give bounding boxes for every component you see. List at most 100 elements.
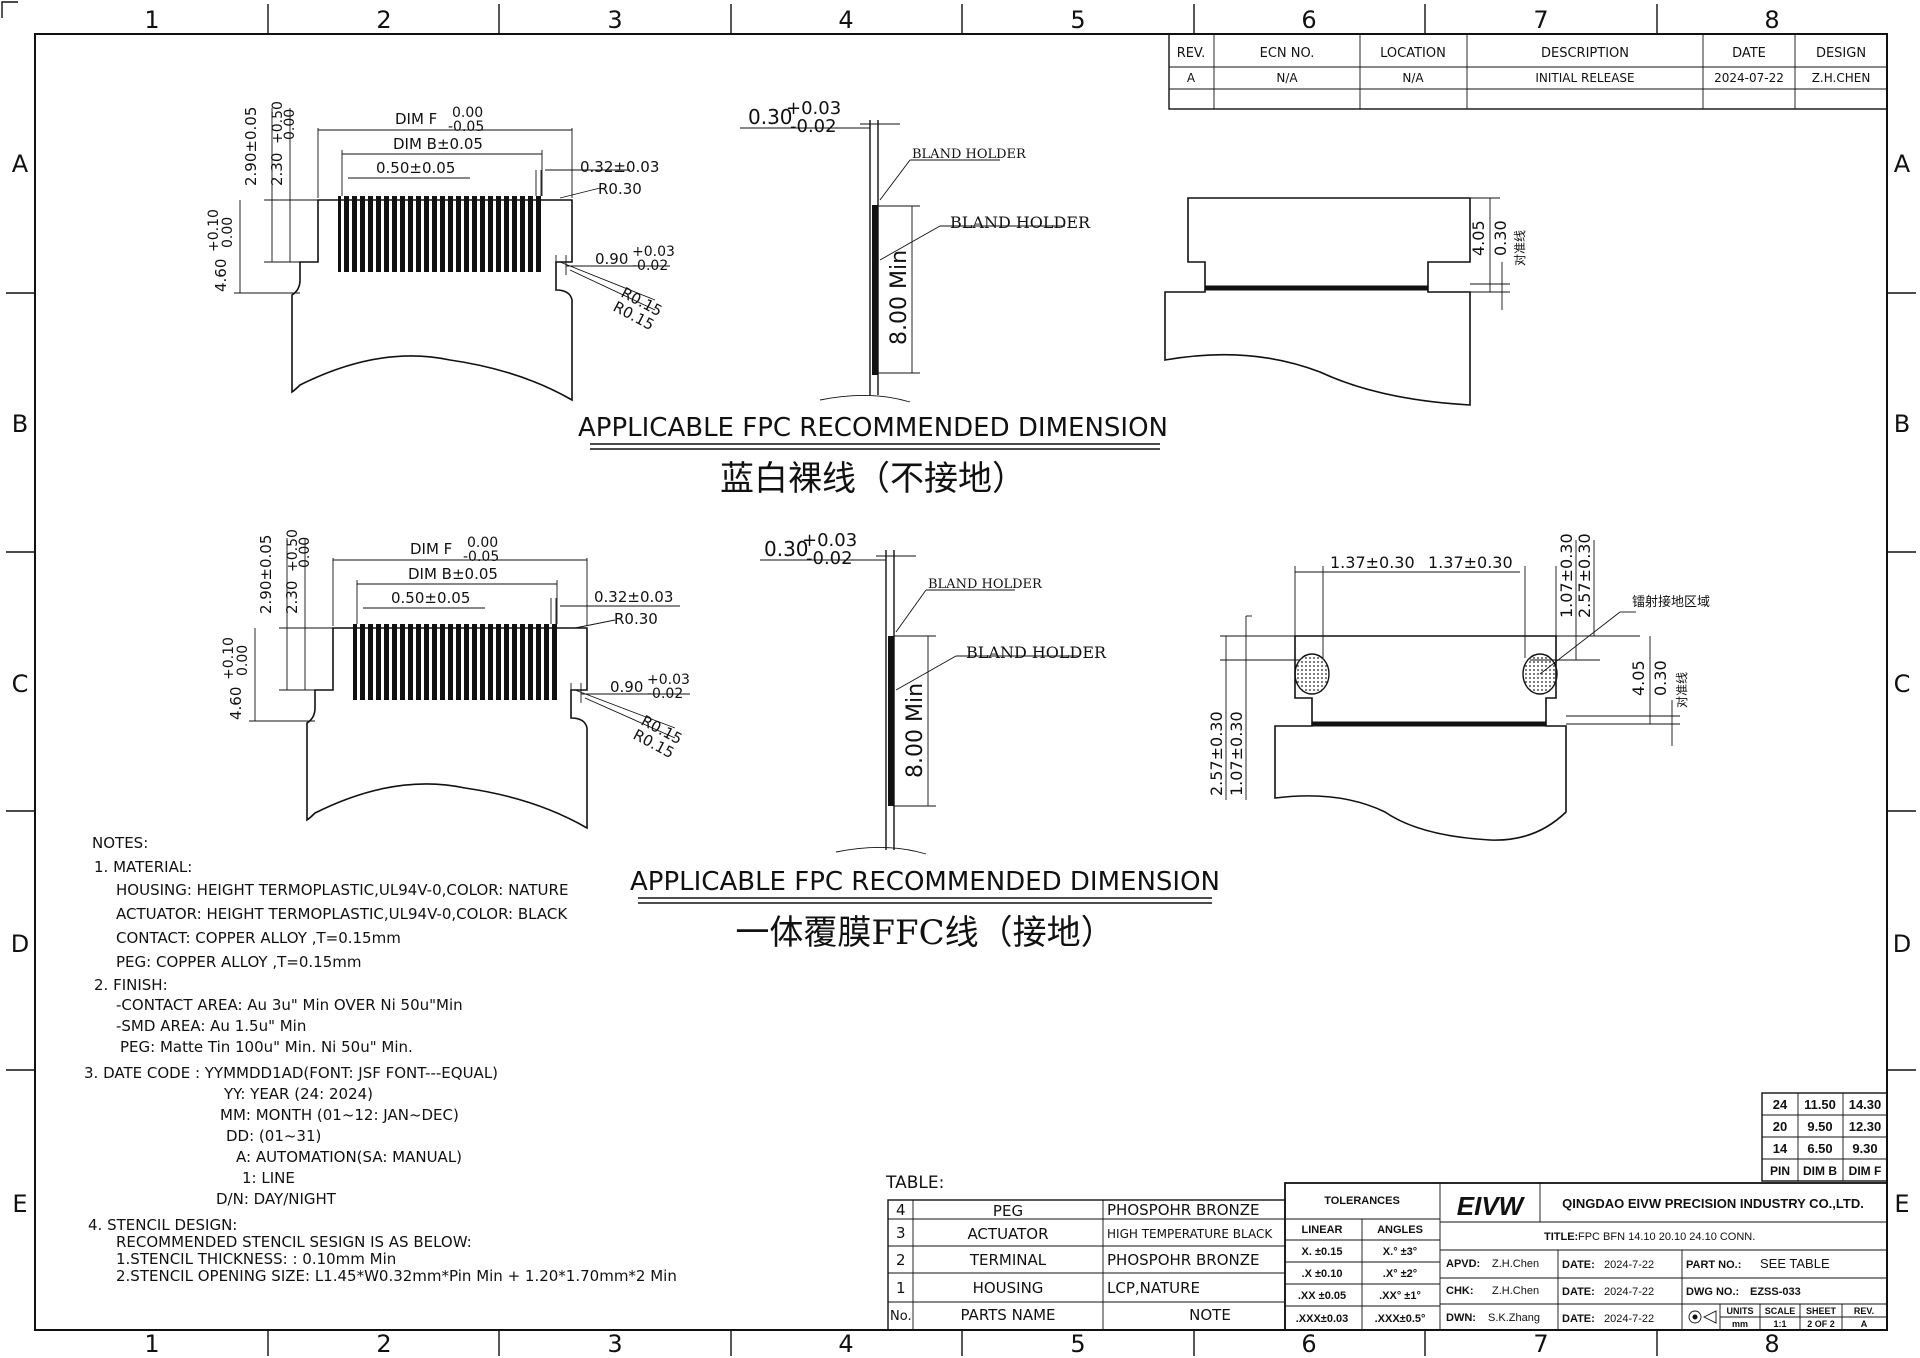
fpc-plan-view-bottom: DIM F 0.00 -0.05 DIM B±0.05 0.50±0.05 0.… [221,529,690,830]
note-line-6: 2. FINISH: [94,976,168,994]
projection-symbol-icon [1688,1310,1717,1324]
col-label-6-bottom: 6 [1301,1330,1316,1358]
bottom-dim-b-label: DIM B±0.05 [408,565,498,583]
top-h230-label: 2.30 [268,153,286,186]
parts-table-title: TABLE: [885,1173,944,1193]
date-label-3: DATE: [1562,1313,1595,1325]
top-side-thk-tol-upper: +0.03 [786,98,841,119]
top-view-title: APPLICABLE FPC RECOMMENDED DIMENSION [578,413,1168,443]
parts-row1-no: 4 [896,1201,906,1219]
rev-header-date: DATE [1732,46,1766,61]
parts-row2-no: 3 [896,1224,906,1242]
top-h460-tol-upper: +0.10 [206,209,222,252]
bottom-view-subtitle: 一体覆膜FFC线（接地） [735,913,1114,953]
parts-row2-note: HIGH TEMPERATURE BLACK [1107,1227,1273,1241]
rev-header-description: DESCRIPTION [1541,46,1629,61]
parts-header-no: No. [890,1309,912,1324]
sheet-label: SHEET [1806,1306,1837,1316]
date-value-1: 2024-7-22 [1604,1259,1654,1271]
tolerances-heading: TOLERANCES [1324,1195,1400,1207]
rev-cell-description: INITIAL RELEASE [1535,71,1634,85]
top-view-subtitle: 蓝白裸线（不接地） [720,459,1026,499]
col-label-2-top: 2 [376,6,391,34]
bottom-length-label: 8.00 Min [903,683,928,778]
note-line-3: ACTUATOR: HEIGHT TERMOPLASTIC,UL94V-0,CO… [116,905,568,923]
units-label: UNITS [1727,1306,1754,1316]
rev-header-design: DESIGN [1816,46,1866,61]
row-label-c-right: C [1894,670,1911,698]
note-line-4: CONTACT: COPPER ALLOY ,T=0.15mm [116,929,401,947]
tolerances-linear-heading: LINEAR [1302,1224,1343,1236]
row-label-e-right: E [1894,1190,1909,1218]
pin-row3-dimb: 6.50 [1807,1141,1832,1156]
top-h460-tol-lower: 0.00 [220,217,236,248]
parts-row1-note: PHOSPOHR BRONZE [1107,1201,1259,1219]
bottom-dim-f-tol-lower: -0.05 [463,549,499,565]
notes-heading: NOTES: [92,834,148,852]
parts-row4-name: HOUSING [973,1279,1044,1297]
tol-linear-3: .XX ±0.05 [1298,1290,1346,1302]
top-h460-label: 4.60 [212,259,230,292]
parts-row2-name: ACTUATOR [967,1225,1048,1243]
top-right-h2-label: 0.30 [1491,220,1510,256]
top-holder-label-2: BLAND HOLDER [950,213,1091,232]
bottom-h460-tol-upper: +0.10 [221,637,237,680]
bottom-h290-label: 2.90±0.05 [257,535,275,614]
parts-header-name: PARTS NAME [960,1306,1055,1324]
bottom-view-title-block: APPLICABLE FPC RECOMMENDED DIMENSION 一体覆… [630,867,1220,953]
col-label-5-top: 5 [1070,6,1085,34]
note-line-14: A: AUTOMATION(SA: MANUAL) [236,1148,462,1166]
notes-section: NOTES: 1. MATERIAL: HOUSING: HEIGHT TERM… [84,834,677,1285]
bottom-h230-label: 2.30 [283,581,301,614]
note-line-13: DD: (01~31) [226,1127,321,1145]
fpc-side-view-bottom: 0.30 +0.03 -0.02 BLAND HOLDER BLAND HOLD… [760,530,1107,855]
parts-header-note: NOTE [1189,1306,1231,1324]
bottom-right-ground-label: 镭射接地区域 [1632,594,1710,610]
rev-header-ecn: ECN NO. [1260,46,1315,61]
col-label-2-bottom: 2 [376,1330,391,1358]
note-line-9: PEG: Matte Tin 100u" Min. Ni 50u" Min. [120,1038,413,1056]
bottom-right-l1-label: 2.57±0.30 [1207,711,1226,796]
row-label-c-left: C [12,670,29,698]
top-holder-label-1: BLAND HOLDER [912,147,1027,162]
date-label-2: DATE: [1562,1286,1595,1298]
pin-row2-dimf: 12.30 [1849,1119,1882,1134]
bottom-tab-label: 0.32±0.03 [594,588,673,606]
parts-row3-name: TERMINAL [969,1251,1047,1269]
top-tab-label: 0.32±0.03 [580,158,659,176]
note-line-18: RECOMMENDED STENCIL SESIGN IS AS BELOW: [116,1233,472,1251]
pin-row1-pin: 24 [1773,1097,1788,1112]
bottom-right-v2-label: 2.57±0.30 [1575,533,1594,618]
bottom-holder-label-1: BLAND HOLDER [928,577,1043,592]
top-gap-tol-upper: +0.03 [632,244,675,260]
bottom-right-h2-label: 0.30 [1651,660,1670,696]
top-length-label: 8.00 Min [887,250,912,345]
note-line-19: 1.STENCIL THICKNESS: : 0.10mm Min [116,1250,396,1268]
bottom-right-w1-label: 1.37±0.30 [1330,553,1415,572]
parts-row3-note: PHOSPOHR BRONZE [1107,1251,1259,1269]
dwn-value: S.K.Zhang [1488,1312,1540,1324]
note-line-8: -SMD AREA: Au 1.5u" Min [116,1017,306,1035]
note-line-5: PEG: COPPER ALLOY ,T=0.15mm [116,953,362,971]
dwg-no-value: EZSS-033 [1750,1286,1801,1298]
tol-angle-3: .XX° ±1° [1379,1290,1421,1302]
bottom-dim-f-label: DIM F [410,540,452,558]
col-label-7-top: 7 [1533,6,1548,34]
pin-header-dimf: DIM F [1849,1164,1882,1178]
col-label-5-bottom: 5 [1070,1330,1085,1358]
col-label-3-bottom: 3 [607,1330,622,1358]
top-h230-tol-lower: 0.00 [282,109,298,140]
note-line-7: -CONTACT AREA: Au 3u" Min OVER Ni 50u"Mi… [116,996,463,1014]
sheet-value: 2 OF 2 [1807,1319,1835,1329]
bottom-view-title: APPLICABLE FPC RECOMMENDED DIMENSION [630,867,1220,897]
col-label-8-top: 8 [1764,6,1779,34]
tol-angle-4: .XXX±0.5° [1375,1313,1426,1325]
rev-cell-rev: A [1187,71,1196,85]
bottom-gap-tol-upper: +0.03 [647,672,690,688]
top-right-cn-label: 对准线 [1513,230,1527,266]
top-right-h1-label: 4.05 [1469,220,1488,256]
part-no-value: SEE TABLE [1760,1256,1830,1271]
pin-dimension-table: 24 11.50 14.30 20 9.50 12.30 14 6.50 9.3… [1761,1092,1888,1182]
parts-row3-no: 2 [896,1251,906,1269]
col-label-8-bottom: 8 [1764,1330,1779,1358]
